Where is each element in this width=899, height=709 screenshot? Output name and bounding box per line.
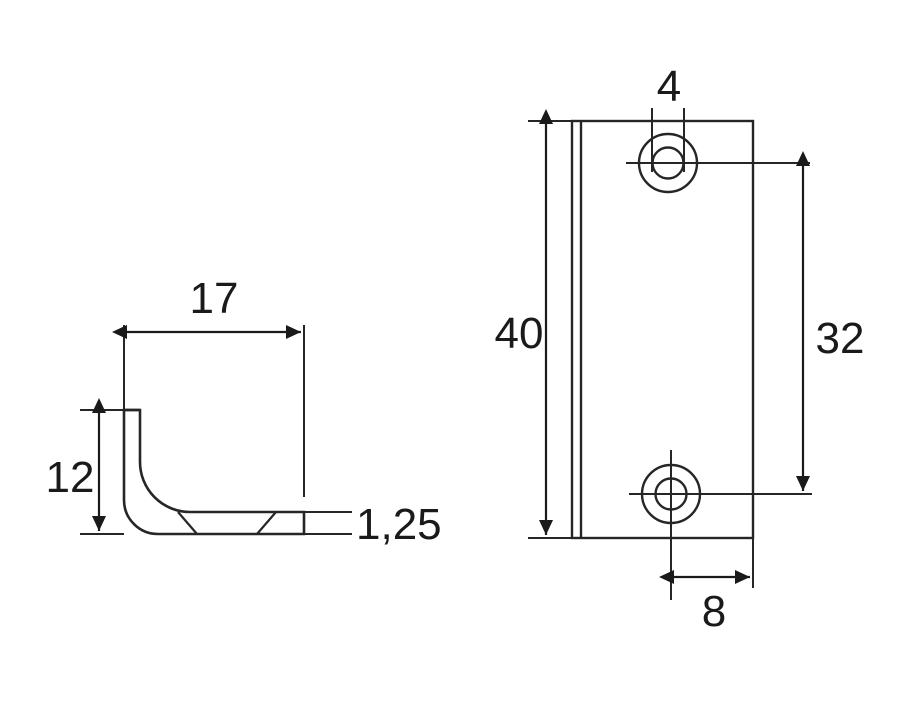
dim-label-12: 12 xyxy=(46,453,95,502)
dim-label-4: 4 xyxy=(657,62,681,111)
profile-hatch-tick-1 xyxy=(177,511,198,535)
front-plate-view: 4 40 32 8 xyxy=(495,62,865,636)
angle-profile-outline xyxy=(122,408,306,536)
dim-label-32: 32 xyxy=(816,314,865,363)
dim-label-17: 17 xyxy=(190,274,239,323)
profile-hatch-tick-2 xyxy=(256,511,277,535)
plate-outline xyxy=(570,119,755,540)
dim-label-8: 8 xyxy=(702,587,726,636)
dim-label-125: 1,25 xyxy=(356,500,442,549)
dim-label-40: 40 xyxy=(495,309,544,358)
side-profile-view: 17 12 1,25 xyxy=(46,274,442,549)
